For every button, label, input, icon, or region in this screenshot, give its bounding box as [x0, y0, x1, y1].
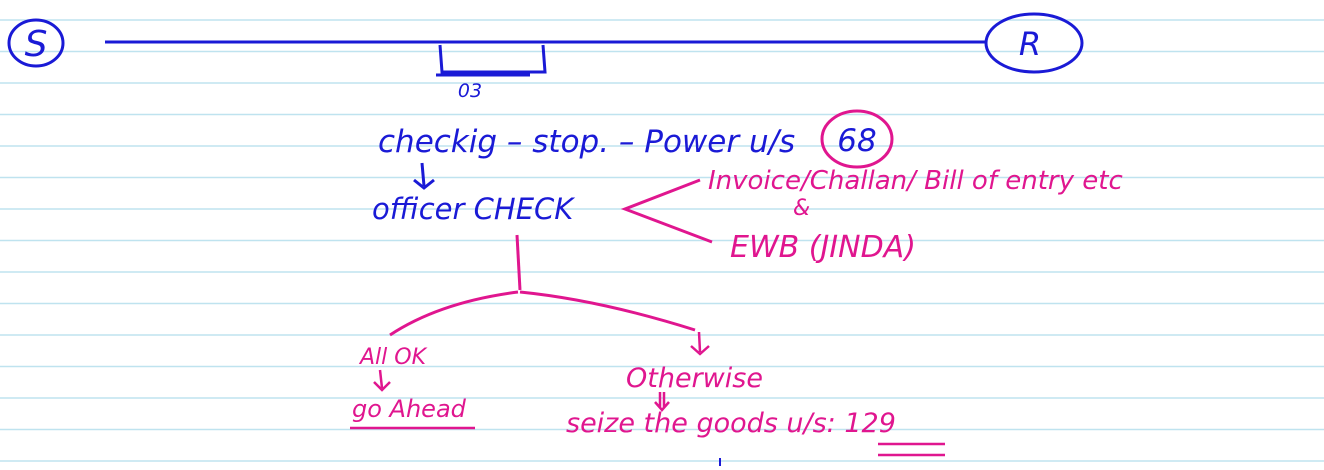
tree-branch-left [389, 290, 519, 337]
seize-arrow-icon [654, 392, 670, 412]
officer-check-text: officer CHECK [372, 192, 575, 226]
otherwise-text: Otherwise [626, 363, 763, 394]
seize-goods-text: seize the goods u/s: 129 [566, 408, 896, 439]
ruled-lines [0, 19, 1324, 462]
all-ok-arrow-icon [373, 369, 391, 392]
documents-line-2: EWB (JINDA) [730, 230, 916, 265]
documents-line-1: Invoice/Challan/ Bill of entry etc [708, 166, 1123, 196]
checking-text: checkig – stop. – Power u/s [378, 124, 795, 160]
receiver-label: R [1019, 25, 1041, 63]
section-68-circle [820, 109, 894, 169]
document-branch [620, 178, 713, 244]
otherwise-arrow-icon [690, 331, 710, 356]
all-ok-text: All OK [358, 345, 428, 370]
vehicle-label: 03 [458, 80, 482, 102]
down-arrow-icon [413, 162, 435, 190]
vehicle-icon [438, 44, 547, 74]
section-68-label: 68 [837, 123, 876, 159]
documents-ampersand: & [793, 196, 810, 221]
sender-label: S [25, 24, 48, 65]
sender-circle [7, 18, 65, 68]
tree-branch-right [519, 290, 696, 332]
transport-line: S R 03 [7, 12, 1084, 102]
tree-stem [515, 234, 522, 291]
go-ahead-text: go Ahead [352, 395, 467, 423]
receiver-circle [984, 12, 1084, 74]
